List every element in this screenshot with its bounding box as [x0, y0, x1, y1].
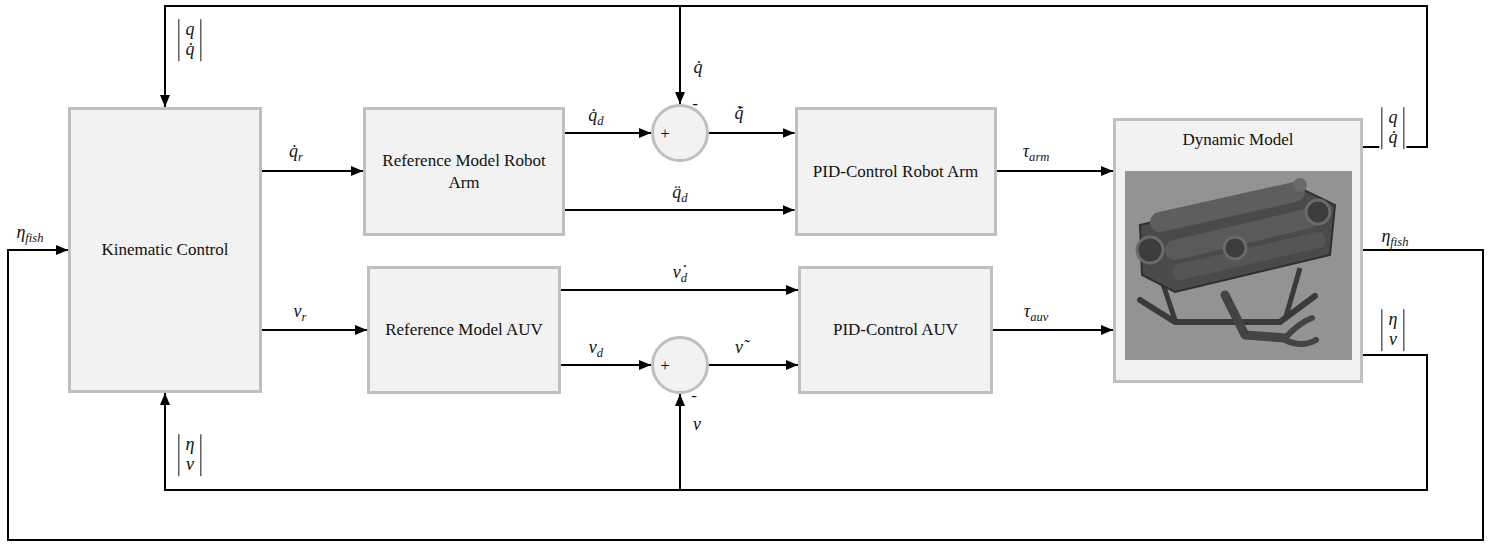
sign-symbol: - — [691, 385, 697, 406]
summing-junction: +- — [651, 336, 709, 394]
signal-name: q̃̇ — [733, 104, 746, 124]
signal-name: ν — [691, 415, 703, 435]
signal-connector — [680, 355, 1427, 490]
signal-connector — [561, 289, 798, 291]
block-title: Dynamic Model — [1173, 129, 1304, 150]
block-title: Reference Model AUV — [375, 319, 553, 340]
block-title: PID-Control Robot Arm — [803, 161, 988, 182]
signal-name: q̇r — [287, 142, 305, 162]
pid-controller-box: PID-Control AUV — [798, 266, 993, 394]
signal-name: νr — [292, 302, 309, 322]
signal-name: τauv — [1022, 302, 1051, 322]
junction-outline — [651, 336, 709, 394]
signal-name: q̇ — [692, 58, 705, 78]
signal-vector: η ν — [176, 434, 203, 476]
signal-connector — [997, 170, 1114, 172]
summing-junction: +- — [651, 104, 709, 162]
sign-symbol: + — [660, 123, 670, 144]
signal-name: q̈d — [670, 183, 689, 203]
signal-name: ν̇d — [671, 263, 689, 283]
sign-symbol: - — [692, 93, 698, 114]
signal-connector — [709, 364, 798, 366]
signal-connector — [262, 329, 367, 331]
signal-vector: q q̇ — [176, 19, 203, 61]
block-title: Reference Model Robot Arm — [366, 150, 562, 193]
signal-connector — [165, 355, 1427, 490]
signal-name: τarm — [1021, 142, 1052, 162]
signal-connector — [680, 6, 1427, 147]
output-signal-vector: q q̇ — [1379, 107, 1406, 149]
signal-connector — [565, 209, 795, 211]
sign-symbol: + — [660, 355, 670, 376]
signal-connector — [262, 170, 363, 172]
rov-illustration — [1125, 171, 1352, 360]
control-block: Kinematic Control — [68, 107, 262, 393]
pid-controller-box: PID-Control Robot Arm — [795, 107, 997, 236]
signal-connector — [561, 364, 651, 366]
block-title: PID-Control AUV — [823, 319, 968, 340]
signal-name: q̇d — [586, 106, 605, 126]
dynamic-model-box: Dynamic Model — [1113, 118, 1363, 383]
signal-name: ν̃ — [733, 338, 745, 358]
output-signal-vector: η ν — [1379, 309, 1406, 351]
reference-model-box: Reference Model AUV — [367, 266, 561, 394]
junction-outline — [651, 104, 709, 162]
block-title: Kinematic Control — [91, 239, 238, 260]
model-box-ground — [1115, 120, 1362, 382]
signal-name: νd — [587, 338, 605, 358]
output-signal-name: ηfish — [1379, 227, 1410, 247]
signal-connector — [709, 132, 795, 134]
signal-connector — [565, 132, 651, 134]
signal-connector — [993, 329, 1113, 331]
signal-name: ηfish — [14, 223, 45, 243]
reference-model-box: Reference Model Robot Arm — [363, 107, 565, 236]
